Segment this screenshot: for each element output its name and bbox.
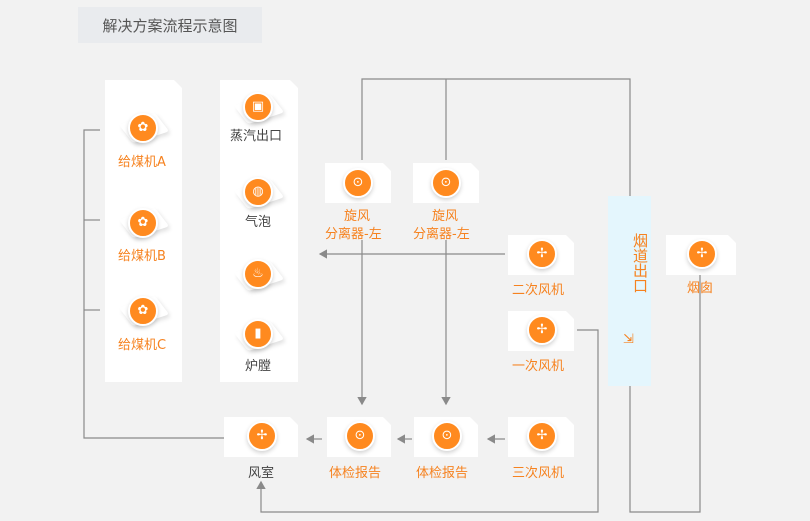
air-chamber-icon: ✢ <box>247 421 277 451</box>
feeder-b-label: 给煤机B <box>118 249 166 264</box>
cyclone-left-line1: 旋风 <box>344 209 371 224</box>
cyclone-right-icon: ⊙ <box>431 168 461 198</box>
air-chamber-label: 风室 <box>248 466 275 481</box>
chimney-label: 烟囱 <box>687 281 714 296</box>
cyclone-right-line1: 旋风 <box>432 209 459 224</box>
report-1-icon: ⊙ <box>345 421 375 451</box>
page-title: 解决方案流程示意图 <box>78 7 262 43</box>
secondary-fan-icon: ✢ <box>527 239 557 269</box>
exit-icon: ⇲ <box>623 332 634 347</box>
tertiary-fan-icon: ✢ <box>527 421 557 451</box>
feeder-c-icon: ✿ <box>128 296 158 326</box>
feeder-b-icon: ✿ <box>128 208 158 238</box>
steam-outlet-label: 蒸汽出口 <box>230 129 283 144</box>
chimney-icon: ✢ <box>687 239 717 269</box>
feeder-a-icon: ✿ <box>128 113 158 143</box>
feeder-c-label: 给煤机C <box>118 338 167 353</box>
tertiary-fan-label: 三次风机 <box>512 466 565 481</box>
furnace-icon: ▮ <box>243 319 273 349</box>
steam-outlet-icon: ▣ <box>243 92 273 122</box>
report-1-label: 体检报告 <box>329 466 382 481</box>
report-2-icon: ⊙ <box>432 421 462 451</box>
report-2-label: 体检报告 <box>416 466 469 481</box>
chimney-line <box>629 274 701 513</box>
flue-top-line <box>361 78 631 196</box>
flue-exit-label: 烟道出口 <box>631 233 649 293</box>
feeder-connector <box>83 129 238 443</box>
cyclone-left-icon: ⊙ <box>343 168 373 198</box>
primary-fan-line <box>256 329 599 513</box>
bubble-icon: ◍ <box>243 177 273 207</box>
flame-icon: ♨ <box>243 259 273 289</box>
cyclone-left-line2: 分离器-左 <box>325 227 382 242</box>
furnace-label: 炉膛 <box>245 359 272 374</box>
flue-exit-panel <box>608 196 651 386</box>
secondary-fan-label: 二次风机 <box>512 283 565 298</box>
primary-fan-label: 一次风机 <box>512 359 565 374</box>
primary-fan-icon: ✢ <box>527 315 557 345</box>
cyclone-right-line2: 分离器-左 <box>413 227 470 242</box>
bubble-label: 气泡 <box>245 215 272 230</box>
feeder-a-label: 给煤机A <box>118 155 166 170</box>
